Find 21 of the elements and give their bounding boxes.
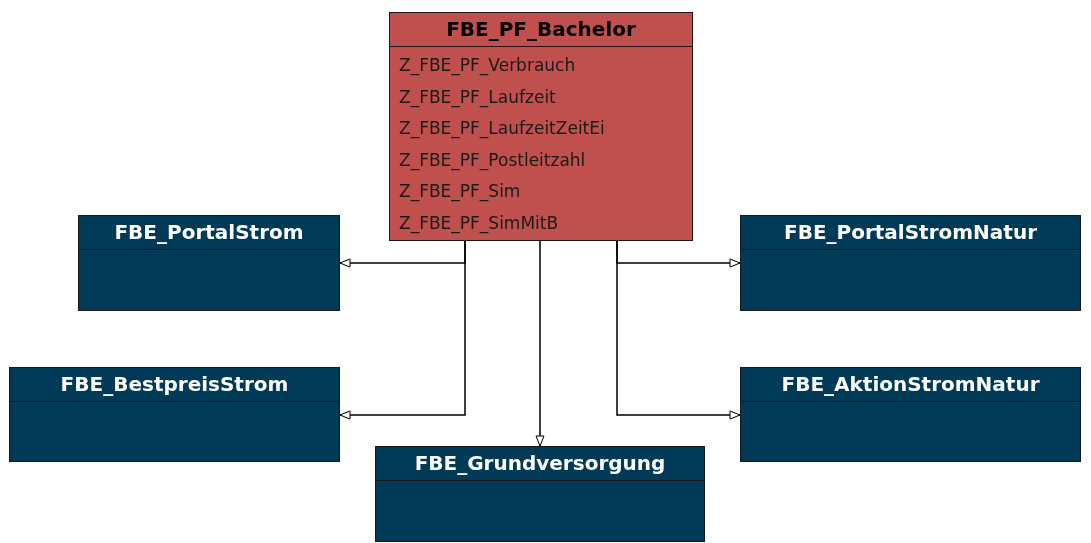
class-name: FBE_BestpreisStrom — [10, 368, 339, 402]
class-box — [9, 367, 340, 462]
class-name: FBE_PortalStrom — [79, 216, 339, 250]
class-box — [375, 446, 705, 542]
inheritance-arrow — [616, 240, 741, 420]
class-box — [740, 367, 1081, 462]
attribute-text: Z_FBE_PF_Postleitzahl — [398, 148, 587, 173]
class-name: FBE_AktionStromNatur — [741, 368, 1080, 402]
class-name: FBE_PortalStromNatur — [741, 216, 1080, 250]
inheritance-arrow — [339, 240, 466, 420]
class-name: FBE_PF_Bachelor — [390, 13, 692, 47]
class-box — [740, 215, 1081, 311]
class-box — [389, 12, 693, 241]
attribute-text: Z_FBE_PF_Verbrauch — [398, 54, 577, 78]
attribute-text: Z_FBE_PF_Sim — [398, 180, 522, 204]
class-name: FBE_Grundversorgung — [376, 447, 704, 481]
inheritance-arrow — [535, 240, 545, 447]
attribute-text: Z_FBE_PF_Laufzeit — [398, 85, 557, 110]
class-box — [78, 215, 340, 311]
attribute-text: Z_FBE_PF_SimMitB — [398, 211, 560, 236]
attribute-text: Z_FBE_PF_LaufzeitZeitEi — [398, 117, 606, 141]
